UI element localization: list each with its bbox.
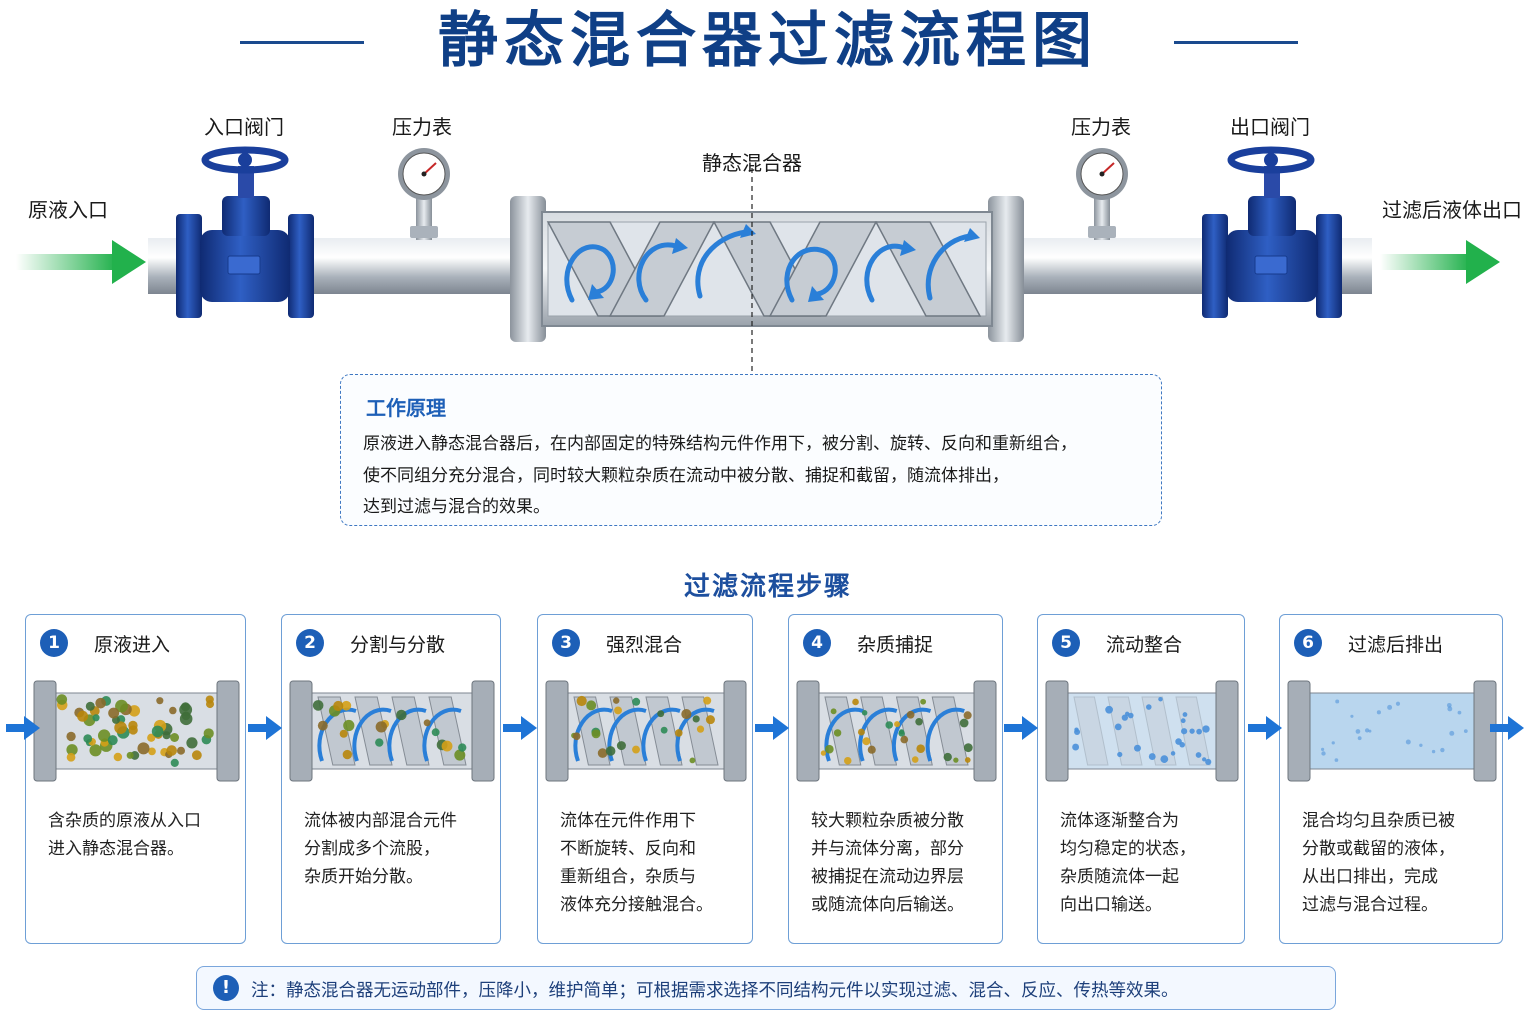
inlet-valve: [176, 146, 314, 318]
step-number: 3: [552, 629, 580, 657]
step-number: 6: [1294, 629, 1322, 657]
step-description: 混合均匀且杂质已被分散或截留的液体， 从出口排出，完成过滤与混合过程。: [1302, 807, 1455, 919]
outlet-valve: [1202, 146, 1342, 318]
step-number: 4: [803, 629, 831, 657]
step-description-line: 杂质随流体一起: [1060, 867, 1179, 887]
step-title: 分割与分散: [350, 634, 446, 656]
note-bar: ! 注：静态混合器无运动部件，压降小，维护简单；可根据需求选择不同结构元件以实现…: [196, 966, 1336, 1010]
step-title: 流动整合: [1106, 634, 1183, 656]
step-description-line: 过滤与混合过程。: [1302, 895, 1438, 915]
step-description-line: 较大颗粒杂质被分散: [811, 811, 964, 831]
step-description-line: 分割成多个流股，: [304, 839, 440, 859]
step-title: 原液进入: [94, 634, 171, 656]
pipeline-diagram: [16, 146, 1500, 374]
pressure-gauge-right-label: 压力表: [1071, 115, 1131, 139]
principle-heading: 工作原理: [366, 396, 446, 420]
title-rule-left: [240, 41, 364, 44]
step-mixer-illustration: [289, 680, 495, 782]
step-mixer-illustration: [796, 680, 997, 782]
step-description-line: 流体在元件作用下: [560, 811, 696, 831]
outlet-valve-label: 出口阀门: [1230, 115, 1310, 139]
step-mixer-illustration: [33, 680, 240, 782]
step-flow-arrow-icon: [248, 716, 282, 740]
principle-line: 达到过滤与混合的效果。: [363, 497, 550, 517]
step-mixer-illustration: [545, 680, 747, 782]
step-description-line: 向出口输送。: [1060, 895, 1162, 915]
step-flow-arrow-icon: [1004, 716, 1038, 740]
step-flow-arrow-icon: [1490, 716, 1524, 740]
steps-title: 过滤流程步骤: [683, 572, 852, 602]
step-description: 流体被内部混合元件分割成多个流股， 杂质开始分散。: [304, 807, 457, 891]
step-card-1: 1 原液进入含杂质的原液从入口进入静态混合器。: [25, 614, 246, 944]
pressure-gauge-left-icon: [398, 148, 450, 240]
inlet-valve-label: 入口阀门: [204, 115, 284, 139]
step-title: 杂质捕捉: [857, 634, 934, 656]
step-description-line: 或随流体向后输送。: [811, 895, 964, 915]
outlet-label: 过滤后液体出口: [1382, 198, 1522, 222]
step-description-line: 液体充分接触混合。: [560, 895, 713, 915]
step-number: 5: [1052, 629, 1080, 657]
note-text: 注：静态混合器无运动部件，压降小，维护简单；可根据需求选择不同结构元件以实现过滤…: [251, 981, 1179, 1001]
inlet-flow-arrow: [16, 240, 146, 284]
step-card-2: 2 分割与分散流体被内部混合元件分割成多个流股， 杂质开始分散。: [281, 614, 501, 944]
pressure-gauge-left-label: 压力表: [392, 115, 452, 139]
step-description-line: 重新组合，杂质与: [560, 867, 696, 887]
title-rule-right: [1174, 41, 1298, 44]
step-description: 流体在元件作用下不断旋转、反向和重新组合，杂质与液体充分接触混合。: [560, 807, 713, 919]
step-description-line: 均匀稳定的状态，: [1060, 839, 1196, 859]
principle-box: 工作原理 原液进入静态混合器后，在内部固定的特殊结构元件作用下，被分割、旋转、反…: [340, 374, 1162, 526]
step-description: 较大颗粒杂质被分散并与流体分离，部分被捕捉在流动边界层或随流体向后输送。: [811, 807, 964, 919]
inlet-label: 原液入口: [28, 198, 108, 222]
outlet-flow-arrow: [1380, 240, 1500, 284]
page-title: 静态混合器过滤流程图: [438, 6, 1098, 76]
principle-line: 原液进入静态混合器后，在内部固定的特殊结构元件作用下，被分割、旋转、反向和重新组…: [363, 434, 1077, 454]
step-card-4: 4 杂质捕捉较大颗粒杂质被分散并与流体分离，部分被捕捉在流动边界层或随流体向后输送…: [788, 614, 1003, 944]
step-mixer-illustration: [1045, 680, 1239, 782]
step-description: 流体逐渐整合为均匀稳定的状态， 杂质随流体一起向出口输送。: [1060, 807, 1196, 919]
step-flow-arrow-icon: [503, 716, 537, 740]
step-title: 过滤后排出: [1348, 634, 1444, 656]
step-description-line: 杂质开始分散。: [304, 867, 423, 887]
step-flow-arrow-icon: [1248, 716, 1282, 740]
step-title: 强烈混合: [606, 634, 683, 656]
step-flow-arrow-icon: [6, 716, 40, 740]
step-description: 含杂质的原液从入口进入静态混合器。: [48, 807, 201, 863]
step-description-line: 从出口排出，完成: [1302, 867, 1438, 887]
step-description-line: 进入静态混合器。: [48, 839, 184, 859]
step-number: 2: [296, 629, 324, 657]
step-card-6: 6 过滤后排出混合均匀且杂质已被分散或截留的液体， 从出口排出，完成过滤与混合过程。: [1279, 614, 1503, 944]
step-description-line: 含杂质的原液从入口: [48, 811, 201, 831]
step-description-line: 混合均匀且杂质已被: [1302, 811, 1455, 831]
principle-line: 使不同组分充分混合，同时较大颗粒杂质在流动中被分散、捕捉和截留，随流体排出，: [363, 466, 1009, 486]
step-description-line: 不断旋转、反向和: [560, 839, 696, 859]
step-mixer-illustration: [1287, 680, 1497, 782]
step-description-line: 分散或截留的液体，: [1302, 839, 1455, 859]
step-flow-arrow-icon: [755, 716, 789, 740]
step-description-line: 被捕捉在流动边界层: [811, 867, 964, 887]
exclamation-icon: !: [213, 975, 239, 1001]
step-card-3: 3 强烈混合流体在元件作用下不断旋转、反向和重新组合，杂质与液体充分接触混合。: [537, 614, 753, 944]
static-mixer: [510, 196, 1024, 342]
step-description-line: 流体逐渐整合为: [1060, 811, 1179, 831]
step-description-line: 并与流体分离，部分: [811, 839, 964, 859]
pressure-gauge-right-icon: [1076, 148, 1128, 240]
step-description-line: 流体被内部混合元件: [304, 811, 457, 831]
step-card-5: 5 流动整合流体逐渐整合为均匀稳定的状态， 杂质随流体一起向出口输送。: [1037, 614, 1245, 944]
step-number: 1: [40, 629, 68, 657]
